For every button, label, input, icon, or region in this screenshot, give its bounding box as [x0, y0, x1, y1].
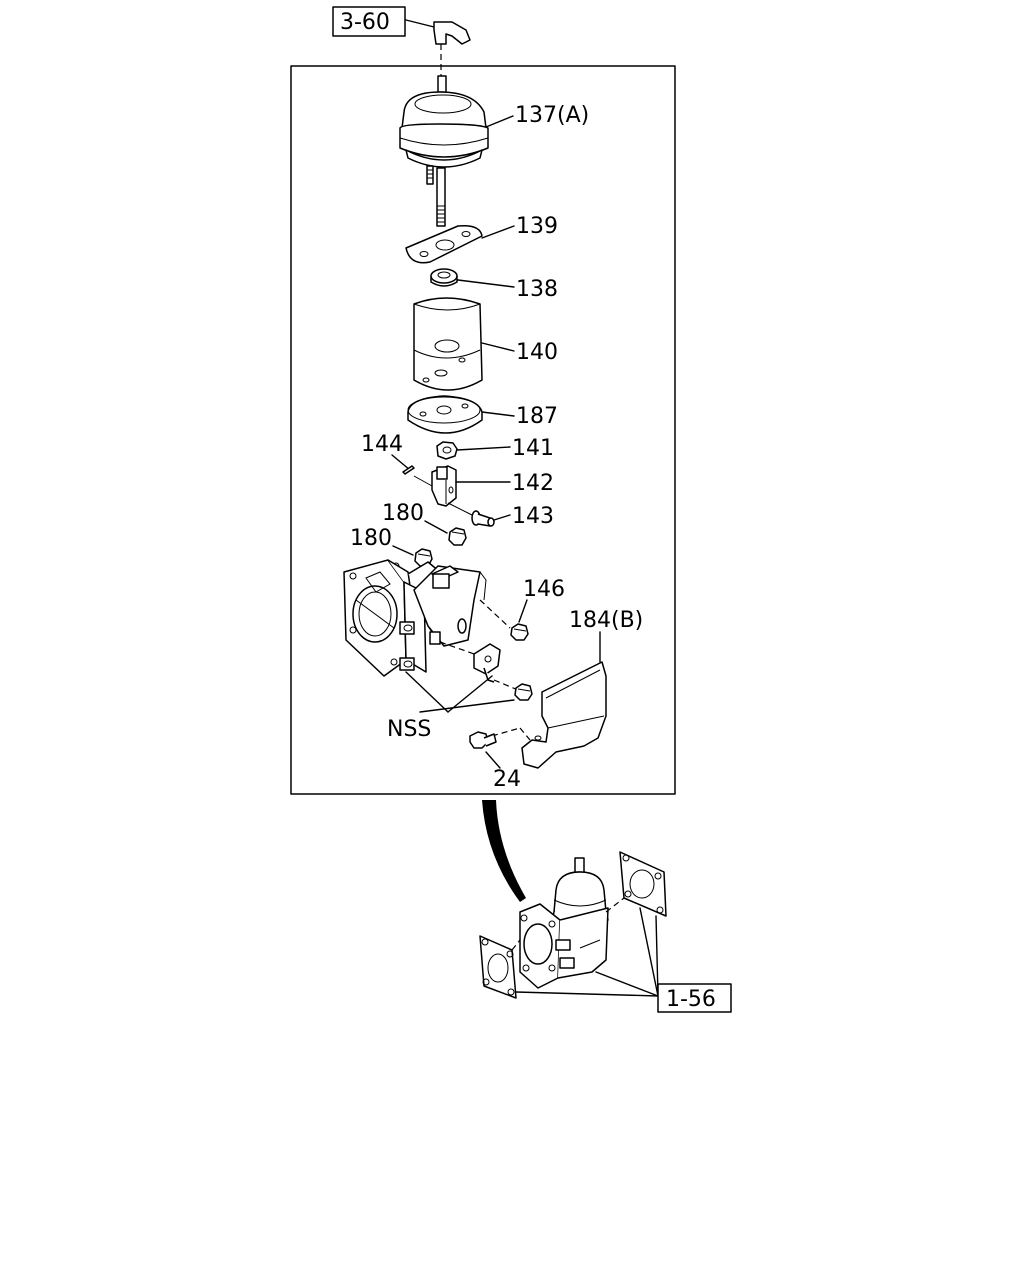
gasket-left	[479, 935, 517, 999]
leader-187	[481, 411, 515, 417]
assembly-view	[519, 857, 609, 989]
pin-143-axis	[447, 502, 473, 516]
ref-top-leader	[405, 19, 435, 28]
washer-138	[430, 268, 458, 287]
lever-plate	[473, 643, 501, 683]
leader-24	[485, 751, 501, 769]
leader-143	[493, 514, 511, 521]
label-180-lower: 180	[350, 526, 392, 551]
label-146: 146	[523, 577, 565, 602]
bracket	[413, 565, 487, 647]
nut-141	[436, 441, 458, 460]
leader-140	[481, 342, 515, 352]
label-142: 142	[512, 471, 554, 496]
ref-bottom-text: 1-56	[666, 987, 716, 1012]
label-nss: NSS	[387, 717, 431, 742]
leader-180-upper	[424, 520, 448, 534]
pin-144	[402, 465, 415, 475]
gasket-left-link	[511, 939, 521, 951]
leader-156-a	[515, 991, 659, 997]
main-frame	[290, 65, 676, 795]
leader-138	[457, 279, 515, 288]
leader-nss-2	[447, 675, 493, 713]
ref-box-top[interactable]: 3-60	[332, 6, 406, 37]
clevis-142	[431, 465, 457, 507]
label-139: 139	[516, 214, 558, 239]
actuator-137	[399, 75, 489, 227]
gasket-right	[619, 851, 667, 917]
nut-180-upper	[448, 527, 467, 546]
pin-144-shaft	[413, 475, 433, 487]
hose-elbow	[433, 21, 471, 78]
label-137: 137(A)	[515, 103, 589, 128]
bolt-24	[469, 731, 497, 749]
leader-144	[391, 454, 411, 471]
label-138: 138	[516, 277, 558, 302]
leader-156-d	[655, 915, 659, 997]
location-arrow	[482, 800, 526, 902]
leader-141	[456, 446, 511, 451]
leader-180-lower	[392, 545, 414, 556]
ref-box-bottom[interactable]: 1-56	[657, 983, 732, 1013]
pin-143	[471, 510, 495, 527]
throttle-body	[343, 559, 441, 677]
label-24: 24	[493, 767, 521, 792]
plate-139	[405, 224, 483, 264]
leader-nss-1	[405, 671, 449, 713]
shield-184	[521, 661, 607, 769]
leader-137	[485, 115, 514, 128]
gasket-right-link	[605, 897, 625, 913]
nut-146	[510, 623, 529, 641]
label-180-upper: 180	[382, 501, 424, 526]
label-144: 144	[361, 432, 403, 457]
plate-187	[407, 395, 483, 434]
axis-nss	[493, 679, 519, 691]
leader-nss-3	[419, 699, 515, 713]
label-140: 140	[516, 340, 558, 365]
axis-24b	[519, 727, 531, 741]
leader-156-c	[639, 907, 659, 997]
axis-146	[479, 599, 511, 629]
label-184: 184(B)	[569, 608, 643, 633]
leader-156-b	[595, 971, 659, 997]
cover-140	[413, 297, 483, 391]
axis-24	[491, 727, 521, 737]
ref-top-text: 3-60	[340, 10, 390, 35]
label-143: 143	[512, 504, 554, 529]
leader-146	[518, 599, 528, 623]
label-187: 187	[516, 404, 558, 429]
nut-nss	[514, 683, 533, 701]
label-141: 141	[512, 436, 554, 461]
leader-139	[481, 225, 515, 239]
